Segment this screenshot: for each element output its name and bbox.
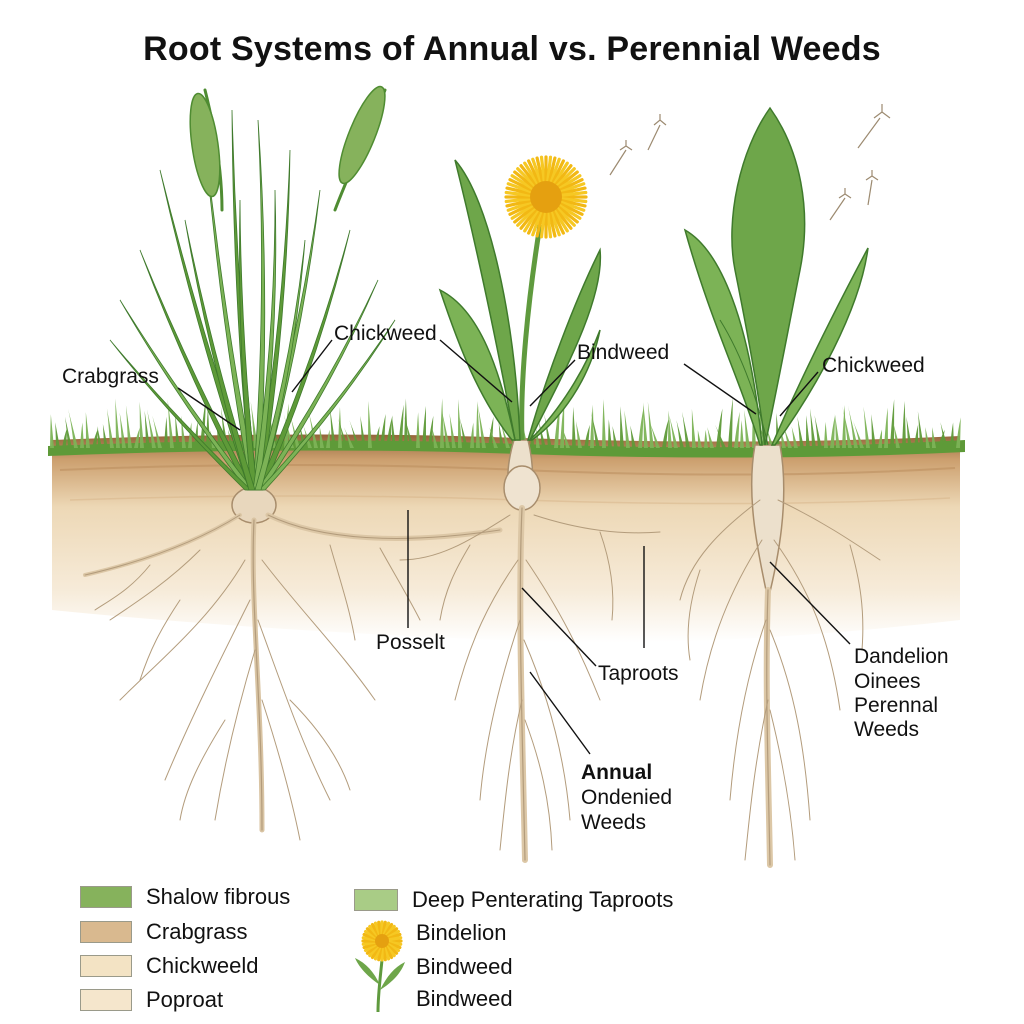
legend-label: Shalow fibrous — [146, 884, 291, 909]
label-bindweed: Bindweed — [577, 341, 670, 364]
label-annual-line2: Ondenied — [581, 786, 673, 809]
legend-label: Bindweed — [416, 954, 513, 979]
diagram-title: Root Systems of Annual vs. Perennial Wee… — [143, 30, 881, 68]
legend-item: Deep Penterating Taproots — [354, 887, 673, 913]
soil-layer — [52, 434, 960, 643]
fibrous-root-system — [83, 486, 503, 841]
dandelion-legend-icon — [355, 920, 405, 1013]
crabgrass-plant — [109, 85, 396, 491]
legend-label: Chickweeld — [146, 953, 259, 978]
legend-label: Deep Penterating Taproots — [412, 887, 674, 912]
taproot-system-right — [679, 444, 881, 868]
label-dandelion-line1: Dandelion — [854, 645, 949, 668]
legend-label: Poproat — [146, 987, 224, 1012]
dandelion-plant — [438, 155, 602, 441]
legend-swatch — [80, 921, 132, 943]
legend-swatch — [354, 889, 398, 911]
dandelion-seeds — [609, 104, 891, 221]
label-taproots: Taproots — [598, 662, 679, 685]
legend-label: Bindweed — [416, 986, 513, 1011]
legend-item: Crabgrass — [80, 919, 247, 945]
label-chickweed-left: Chickweed — [334, 322, 437, 345]
legend-item: Chickweeld — [80, 953, 259, 979]
label-annual-line3: Weeds — [581, 811, 646, 834]
leader-lines — [177, 339, 851, 755]
label-dandelion-line2: Oinees — [854, 670, 921, 693]
legend-swatch — [80, 886, 132, 908]
label-dandelion-line3: Perennal — [854, 694, 939, 717]
label-crabgrass: Crabgrass — [62, 365, 159, 388]
legend-label: Crabgrass — [146, 919, 248, 944]
legend-item: Shalow fibrous — [80, 884, 290, 910]
taproot-system-center — [399, 439, 661, 863]
label-dandelion-line4: Weeds — [854, 718, 919, 741]
legend-item: Poproat — [80, 987, 223, 1013]
label-annual-line1: Annual — [581, 761, 653, 784]
label-posselt: Posselt — [376, 631, 445, 654]
legend-swatch — [80, 989, 132, 1011]
broadleaf-plant — [683, 106, 869, 446]
legend-swatch — [80, 955, 132, 977]
label-chickweed-right: Chickweed — [822, 354, 925, 377]
legend-label: Bindelion — [416, 920, 507, 945]
